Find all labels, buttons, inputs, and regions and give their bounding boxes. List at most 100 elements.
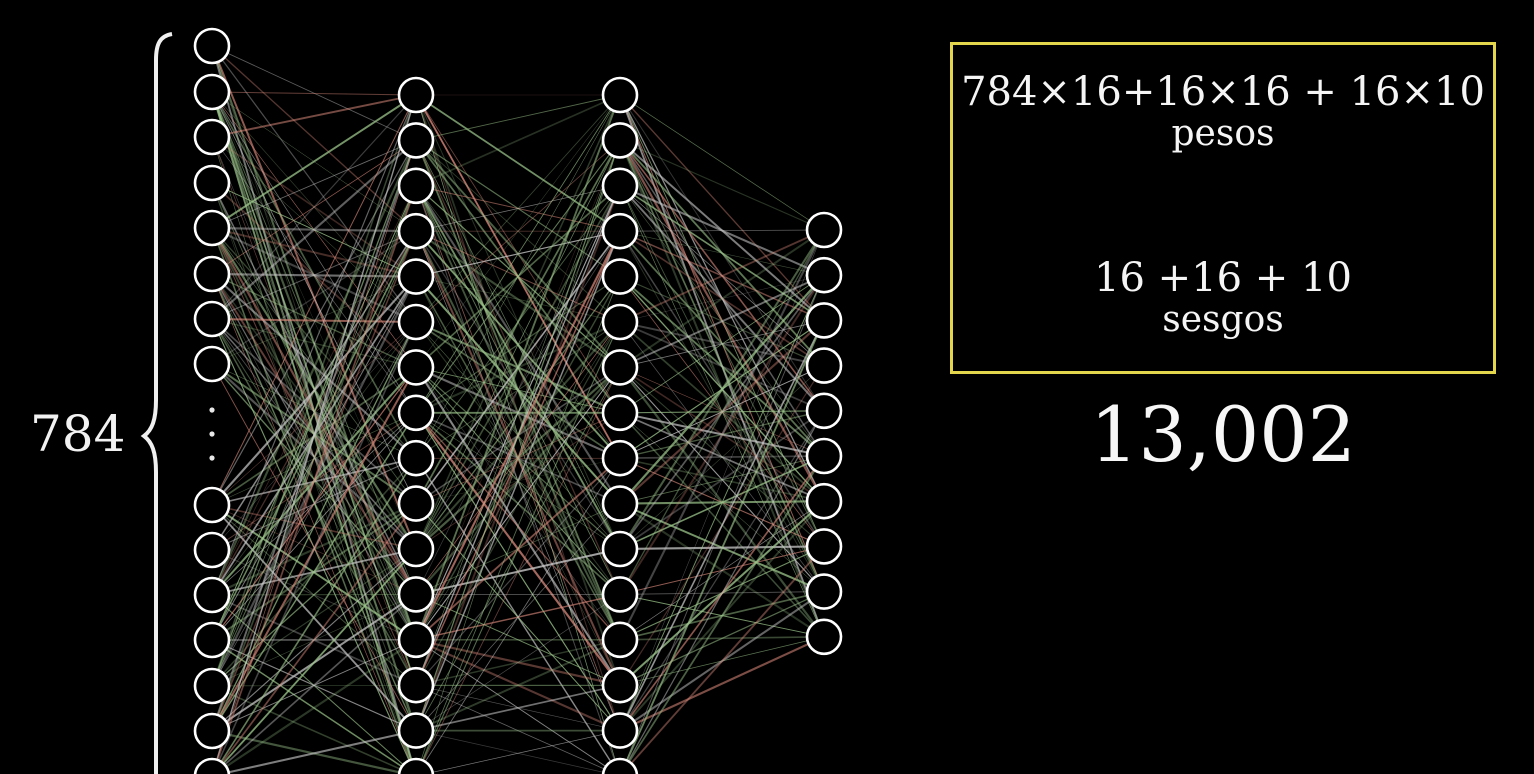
network-edge <box>415 94 621 368</box>
network-edge <box>619 500 825 641</box>
network-edge <box>415 185 621 232</box>
network-edge <box>211 91 417 504</box>
network-edge <box>211 321 417 687</box>
network-edge <box>211 91 417 96</box>
network-edge <box>619 590 825 641</box>
network-edge <box>212 140 417 774</box>
hidden1-neuron <box>397 349 435 386</box>
hidden2-neuron <box>601 712 639 749</box>
network-edge <box>619 274 825 550</box>
network-edge <box>211 685 414 774</box>
hidden1-neuron <box>397 439 435 477</box>
network-edge <box>415 139 621 505</box>
network-edge <box>211 272 417 278</box>
output-neuron <box>805 573 843 610</box>
input-neuron <box>193 486 231 524</box>
network-edge <box>211 45 417 232</box>
weights-expression: 784×16+16×16 + 16×10 <box>961 69 1485 115</box>
hidden1-neuron <box>397 530 435 568</box>
network-edge <box>211 230 417 365</box>
hidden2-neuron <box>601 666 639 704</box>
output-neuron <box>805 528 843 565</box>
network-edge <box>619 590 825 732</box>
network-edge <box>620 275 825 774</box>
input-layer-ellipsis <box>209 407 215 461</box>
network-edge <box>620 455 825 774</box>
input-neuron <box>193 255 231 293</box>
network-edge <box>211 139 417 320</box>
network-edge <box>619 591 825 686</box>
hidden1-neuron <box>397 76 435 114</box>
network-edge <box>211 94 417 138</box>
input-neuron <box>193 118 231 156</box>
network-edge <box>619 229 825 550</box>
network-edge <box>619 185 825 412</box>
network-edge <box>211 363 417 459</box>
parameter-formula-box: 784×16+16×16 + 16×10 pesos 16 +16 + 10 s… <box>950 42 1496 374</box>
network-edge <box>211 140 417 506</box>
network-edge <box>211 318 417 595</box>
network-nodes <box>193 27 843 774</box>
input-neuron <box>193 164 231 202</box>
network-edge <box>211 94 417 320</box>
hidden1-neuron <box>397 212 435 250</box>
ellipsis-dot <box>209 455 215 461</box>
network-edge <box>619 274 825 369</box>
network-edge <box>211 318 417 686</box>
network-edge <box>416 367 621 774</box>
hidden2-neuron <box>601 439 639 477</box>
network-edge <box>415 185 621 595</box>
input-neuron <box>193 576 231 614</box>
network-edge <box>619 229 825 641</box>
network-edge <box>423 730 621 774</box>
network-edge <box>211 94 417 687</box>
hidden1-neuron <box>397 303 435 341</box>
hidden2-neuron <box>601 485 639 522</box>
network-edge <box>211 366 417 596</box>
input-neuron <box>193 209 231 247</box>
network-edge <box>211 503 417 687</box>
network-edge <box>415 594 621 731</box>
hidden2-neuron <box>601 576 639 613</box>
network-edge <box>211 639 417 732</box>
network-edge <box>415 639 621 686</box>
network-edge <box>211 45 417 141</box>
total-parameter-count: 13,002 <box>1090 390 1356 479</box>
network-edge <box>415 140 621 640</box>
input-layer-count: 784 <box>30 405 126 463</box>
network-edges <box>210 45 825 774</box>
network-edge <box>619 410 825 550</box>
output-neuron <box>805 256 843 294</box>
network-edge <box>415 94 621 141</box>
network-edge <box>211 139 417 596</box>
hidden1-neuron <box>397 621 435 659</box>
weights-label: pesos <box>1171 113 1275 154</box>
network-edge <box>211 185 417 774</box>
network-edge <box>619 275 825 731</box>
network-edge <box>415 94 621 187</box>
network-edge <box>619 411 825 503</box>
ellipsis-dot <box>209 431 215 437</box>
hidden1-neuron <box>397 757 435 774</box>
network-edge <box>212 548 417 774</box>
network-edge <box>212 321 417 774</box>
network-edge <box>415 230 621 550</box>
network-edge <box>619 320 825 731</box>
output-neuron <box>805 482 843 520</box>
input-neuron <box>193 712 231 750</box>
output-neuron <box>805 347 843 384</box>
network-edge <box>211 140 417 229</box>
input-neuron <box>193 621 231 659</box>
network-edge <box>211 94 417 229</box>
network-edge <box>211 412 417 732</box>
network-edge <box>619 410 825 731</box>
network-edge <box>212 503 417 774</box>
hidden1-neuron <box>397 576 435 613</box>
hidden2-neuron <box>601 349 639 386</box>
network-edge <box>211 230 417 551</box>
hidden2-neuron <box>601 212 639 250</box>
network-edge <box>619 593 825 638</box>
hidden1-neuron <box>397 122 435 159</box>
input-neuron <box>193 757 231 774</box>
